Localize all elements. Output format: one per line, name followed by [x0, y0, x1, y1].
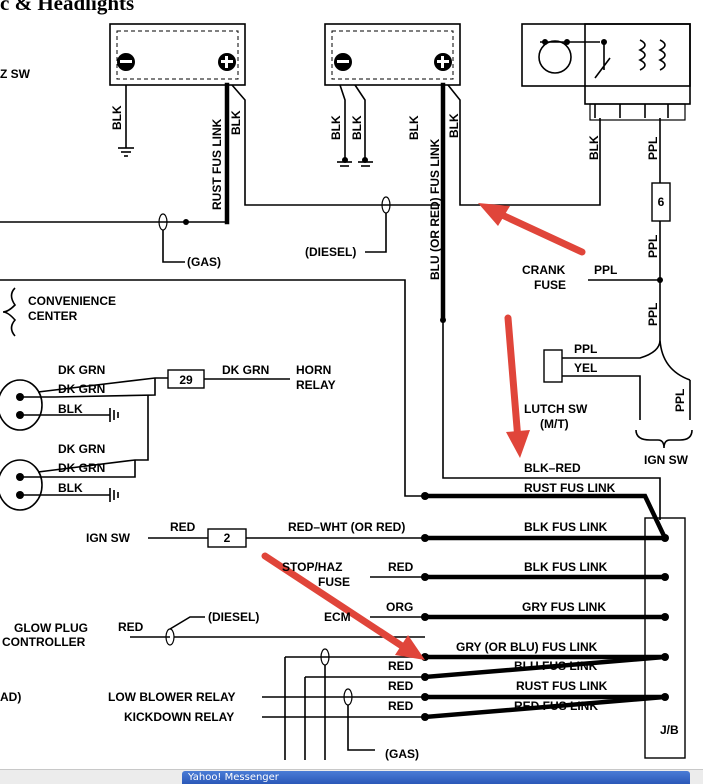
ign-sw-left-label: IGN SW [86, 531, 131, 545]
blk-fus-link-label: BLK FUS LINK [524, 520, 608, 534]
fuse-2-label: 2 [224, 531, 231, 545]
blk-label-9: BLK [58, 481, 83, 495]
clutch-sw-label-1: LUTCH SW [524, 402, 588, 416]
stop-haz-label-1: STOP/HAZ [282, 560, 342, 574]
blk-label-6: BLK [447, 113, 461, 138]
red-label-5: RED [388, 679, 414, 693]
battery-wiring [0, 82, 601, 323]
diesel-label-2: (DIESEL) [208, 610, 259, 624]
convenience-label-1: CONVENIENCE [28, 294, 116, 308]
diagram-title: c & Headlights [0, 0, 134, 15]
blk-label-5: BLK [407, 115, 421, 140]
ign-sw-wiring [148, 528, 425, 548]
ppl-label-3: PPL [646, 303, 660, 326]
convenience-brace [2, 287, 17, 337]
dk-grn-label-1: DK GRN [58, 363, 105, 377]
convenience-label-2: CENTER [28, 309, 78, 323]
gry-or-blu-label: GRY (OR BLU) FUS LINK [456, 640, 598, 654]
ecm-label: ECM [324, 610, 351, 624]
ppl-label-1: PPL [646, 137, 660, 160]
left-feed-wires [130, 576, 425, 760]
horn-connectors [0, 369, 290, 511]
blk-label-3: BLK [329, 115, 343, 140]
jb-label: J/B [660, 723, 679, 737]
glow-plug-label-1: GLOW PLUG [14, 621, 88, 635]
taskbar: Yahoo! Messenger [0, 769, 703, 784]
red-label-4: RED [388, 659, 414, 673]
ppl-label-4: PPL [673, 389, 687, 412]
rust-fus-link-vertical: RUST FUS LINK [210, 118, 224, 210]
red-label-1: RED [170, 520, 196, 534]
fus-link-bus [421, 492, 669, 721]
red-label-6: RED [388, 699, 414, 713]
glow-plug-label-2: CONTROLLER [2, 635, 86, 649]
fuse-6-label: 6 [658, 195, 665, 209]
annotation-arrows [261, 203, 586, 660]
ad-label: AD) [0, 690, 21, 704]
blk-fus-link-label-2: BLK FUS LINK [524, 560, 608, 574]
gry-fus-link-label: GRY FUS LINK [522, 600, 606, 614]
blu-or-red-fus-link-vertical: BLU (OR RED) FUS LINK [428, 138, 442, 280]
rust-fus-link-upper-label: RUST FUS LINK [524, 481, 616, 495]
crank-fuse-wiring: 6 [543, 118, 691, 420]
blu-fus-link-label: BLU FUS LINK [514, 659, 598, 673]
starter-relay [521, 23, 691, 121]
dk-grn-label-3: DK GRN [58, 442, 105, 456]
dk-grn-label-4: DK GRN [58, 461, 105, 475]
blk-label-1: BLK [110, 105, 124, 130]
crank-fuse-label-2: FUSE [534, 278, 566, 292]
ppl-label-5: PPL [574, 342, 597, 356]
crank-ppl-label: PPL [594, 263, 617, 277]
red-wht-label: RED–WHT (OR RED) [288, 520, 405, 534]
horn-label-2: RELAY [296, 378, 336, 392]
z-sw-label: Z SW [0, 67, 31, 81]
red-label-3: RED [118, 620, 144, 634]
clutch-sw-label-2: (M/T) [540, 417, 569, 431]
fuse-29-label: 29 [179, 373, 193, 387]
ign-sw-right-label: IGN SW [644, 453, 689, 467]
battery-right [324, 23, 461, 86]
ppl-label-2: PPL [646, 235, 660, 258]
red-label-2: RED [388, 560, 414, 574]
stop-haz-label-2: FUSE [318, 575, 350, 589]
diesel-label: (DIESEL) [305, 245, 356, 259]
blk-label-7: BLK [587, 135, 601, 160]
kickdown-label: KICKDOWN RELAY [124, 710, 234, 724]
gas-label: (GAS) [187, 255, 221, 269]
low-blower-label: LOW BLOWER RELAY [108, 690, 236, 704]
org-label: ORG [386, 600, 413, 614]
blk-red-label: BLK–RED [524, 461, 581, 475]
center-bus [0, 279, 686, 759]
battery-left [109, 23, 246, 86]
yel-label: YEL [574, 361, 597, 375]
crank-fuse-label-1: CRANK [522, 263, 566, 277]
yahoo-messenger-tab[interactable]: Yahoo! Messenger [182, 771, 690, 784]
red-fus-link-label: RED FUS LINK [514, 699, 598, 713]
horn-label-1: HORN [296, 363, 331, 377]
rust-fus-link-lower-label: RUST FUS LINK [516, 679, 608, 693]
ign-sw-brace [635, 429, 693, 449]
blk-label-8: BLK [58, 402, 83, 416]
gas-bottom-label: (GAS) [385, 747, 419, 761]
yahoo-messenger-label: Yahoo! Messenger [188, 772, 279, 783]
blk-label-2: BLK [229, 110, 243, 135]
blk-label-4: BLK [350, 115, 364, 140]
dk-grn-label-5: DK GRN [222, 363, 269, 377]
dk-grn-label-2: DK GRN [58, 382, 105, 396]
